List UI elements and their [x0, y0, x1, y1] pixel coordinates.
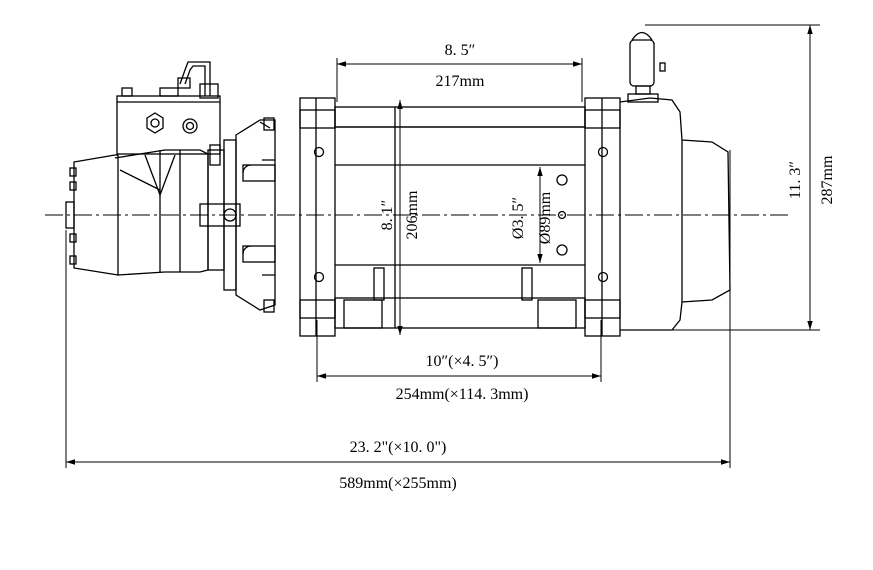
dimension-lines [65, 24, 820, 468]
overall-length-inch: 23. 2"(×10. 0") [350, 439, 447, 456]
right-flange [584, 97, 621, 337]
drum-length-mm: 217mm [436, 73, 485, 90]
hydraulic-motor [65, 149, 209, 276]
flange-dia-inch: 8. 1″ [379, 200, 396, 231]
dimension-labels: 8. 5″ 217mm 11. 3″ 287mm 8. 1″ 206mm Ø3.… [339, 42, 836, 492]
drum-length-inch: 8. 5″ [445, 42, 476, 59]
drum-dia-mm: Ø89mm [537, 191, 554, 244]
drum [334, 106, 586, 329]
height-mm: 287mm [819, 155, 836, 204]
valve-block [116, 61, 221, 166]
height-inch: 11. 3″ [787, 161, 804, 199]
mount-spacing-mm: 254mm(×114. 3mm) [396, 386, 529, 403]
gearbox [619, 31, 731, 331]
flange-dia-mm: 206mm [404, 190, 421, 239]
drum-dia-inch: Ø3. 5″ [510, 197, 527, 239]
left-flange [299, 97, 336, 337]
brake-housing [199, 117, 276, 313]
winch-body [45, 31, 790, 337]
overall-length-mm: 589mm(×255mm) [339, 475, 456, 492]
mount-spacing-inch: 10″(×4. 5″) [425, 353, 498, 370]
